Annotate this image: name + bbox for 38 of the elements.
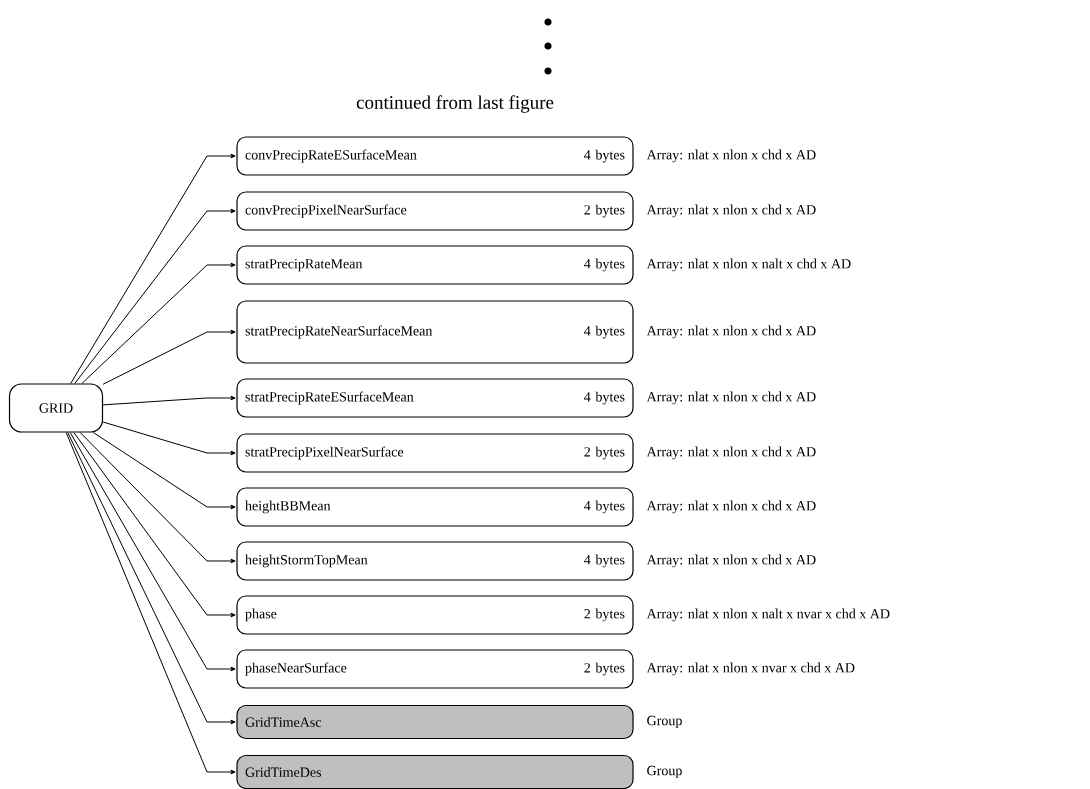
variable-box: heightStormTopMean 4 bytes bbox=[236, 541, 634, 581]
arrow bbox=[92, 432, 236, 510]
variable-box: stratPrecipPixelNearSurface 2 bytes bbox=[236, 433, 634, 473]
continuation-note: continued from last figure bbox=[356, 95, 554, 113]
description-text: Group bbox=[647, 715, 682, 729]
arrow bbox=[102, 329, 236, 385]
variable-box: heightBBMean 4 bytes bbox=[236, 487, 634, 527]
description-text: Array: nlat x nlon x chd x AD bbox=[646, 149, 816, 163]
arrow bbox=[67, 432, 236, 725]
description-text: Group bbox=[647, 765, 682, 779]
arrow bbox=[74, 208, 236, 384]
arrow bbox=[102, 395, 236, 406]
description-text: Array: nlat x nlon x chd x AD bbox=[646, 446, 816, 460]
arrow bbox=[102, 421, 236, 456]
arrow bbox=[69, 432, 236, 672]
arrow bbox=[65, 432, 236, 775]
description-text: Array: nlat x nlon x nalt x nvar x chd x AD bbox=[646, 608, 890, 622]
arrow bbox=[70, 153, 236, 384]
variable-box: stratPrecipRateNearSurfaceMean 4 bytes bbox=[236, 300, 634, 364]
variable-box: convPrecipRateESurfaceMean 4 bytes bbox=[236, 136, 634, 176]
group-box: GridTimeDes bbox=[236, 754, 634, 789]
description-text: Array: nlat x nlon x chd x AD bbox=[646, 391, 816, 405]
variable-box: stratPrecipRateESurfaceMean 4 bytes bbox=[236, 378, 634, 418]
arrow bbox=[79, 432, 236, 564]
description-text: Array: nlat x nlon x chd x AD bbox=[646, 554, 816, 568]
description-text: Array: nlat x nlon x nalt x chd x AD bbox=[646, 258, 851, 272]
description-text: Array: nlat x nlon x chd x AD bbox=[646, 325, 816, 339]
variable-box: phase 2 bytes bbox=[236, 595, 634, 635]
group-box: GridTimeAsc bbox=[236, 704, 634, 740]
arrow bbox=[73, 432, 236, 618]
description-text: Array: nlat x nlon x chd x AD bbox=[646, 500, 816, 514]
description-text: Array: nlat x nlon x chd x AD bbox=[646, 204, 816, 218]
description-text: Array: nlat x nlon x nvar x chd x AD bbox=[646, 662, 855, 676]
variable-box: stratPrecipRateMean 4 bytes bbox=[236, 245, 634, 285]
variable-box: convPrecipPixelNearSurface 2 bytes bbox=[236, 191, 634, 231]
variable-box: phaseNearSurface 2 bytes bbox=[236, 649, 634, 689]
root-box: GRID bbox=[8, 383, 104, 433]
arrow bbox=[81, 262, 236, 384]
